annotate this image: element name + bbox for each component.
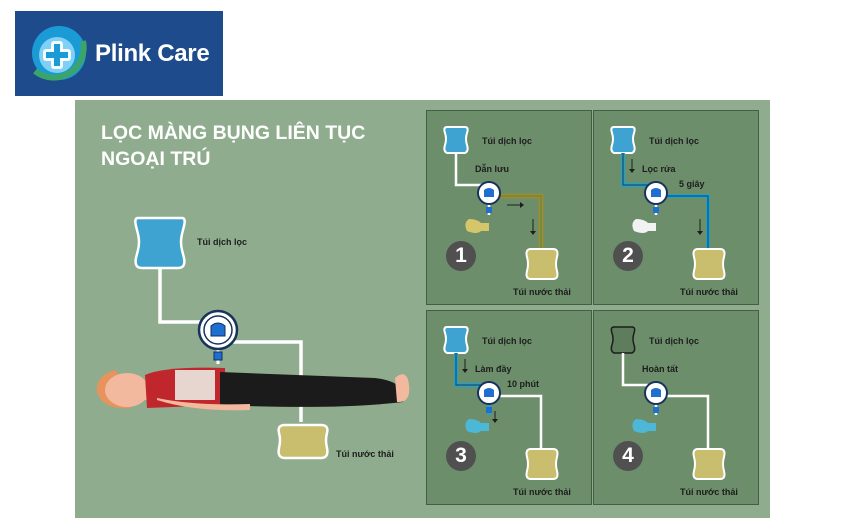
brand-logo: Plink Care [15, 11, 223, 96]
medical-cross-icon [32, 26, 87, 81]
step-1-panel: Túi dịch lọc Dẫn lưu 1 Túi nước thải [426, 110, 592, 305]
step-4-action: Hoàn tất [642, 364, 678, 374]
patient-illustration [96, 216, 410, 460]
title-line-1: LỌC MÀNG BỤNG LIÊN TỤC [101, 122, 366, 144]
step-1-action: Dẫn lưu [475, 164, 510, 174]
step-2-panel: Túi dịch lọc Lọc rửa 5 giây 2 Túi nước t… [593, 110, 759, 305]
patient-figure [96, 367, 410, 411]
step-2-time: 5 giây [679, 179, 705, 189]
step-3-action: Làm đầy [475, 364, 512, 374]
step-2-number: 2 [613, 241, 643, 271]
brand-name: Plink Care [95, 40, 210, 67]
step-1-bag-bottom-label: Túi nước thải [513, 287, 571, 297]
step-1-bag-top-label: Túi dịch lọc [482, 136, 533, 146]
step-2-action: Lọc rửa [642, 164, 676, 174]
step-4-diagram [610, 326, 726, 480]
diagram-title: LỌC MÀNG BỤNG LIÊN TỤC NGOẠI TRÚ [101, 120, 365, 172]
diagram-panel: LỌC MÀNG BỤNG LIÊN TỤC NGOẠI TRÚ Túi dịc… [75, 100, 770, 518]
main-bag-bottom-label: Túi nước thải [336, 449, 394, 459]
step-3-number: 3 [446, 441, 476, 471]
step-3-bag-top-label: Túi dịch lọc [482, 336, 533, 346]
step-3-time: 10 phút [507, 379, 540, 389]
step-4-panel: Túi dịch lọc Hoàn tất 4 Túi nước thải [593, 310, 759, 505]
main-bag-top-label: Túi dịch lọc [197, 237, 248, 247]
step-1-number: 1 [446, 241, 476, 271]
step-4-bag-bottom-label: Túi nước thải [680, 487, 738, 497]
step-2-diagram [610, 126, 726, 280]
step-3-bag-bottom-label: Túi nước thải [513, 487, 571, 497]
effluent-bag [277, 423, 329, 460]
dialysate-bag [134, 216, 186, 270]
step-2-bag-top-label: Túi dịch lọc [649, 136, 700, 146]
title-line-2: NGOẠI TRÚ [101, 148, 211, 170]
step-1-diagram [443, 126, 559, 280]
step-2-bag-bottom-label: Túi nước thải [680, 287, 738, 297]
step-3-panel: Túi dịch lọc Làm đầy 10 phút 3 Túi nước … [426, 310, 592, 505]
step-4-bag-top-label: Túi dịch lọc [649, 336, 700, 346]
step-3-diagram [443, 326, 559, 480]
step-4-number: 4 [613, 441, 643, 471]
